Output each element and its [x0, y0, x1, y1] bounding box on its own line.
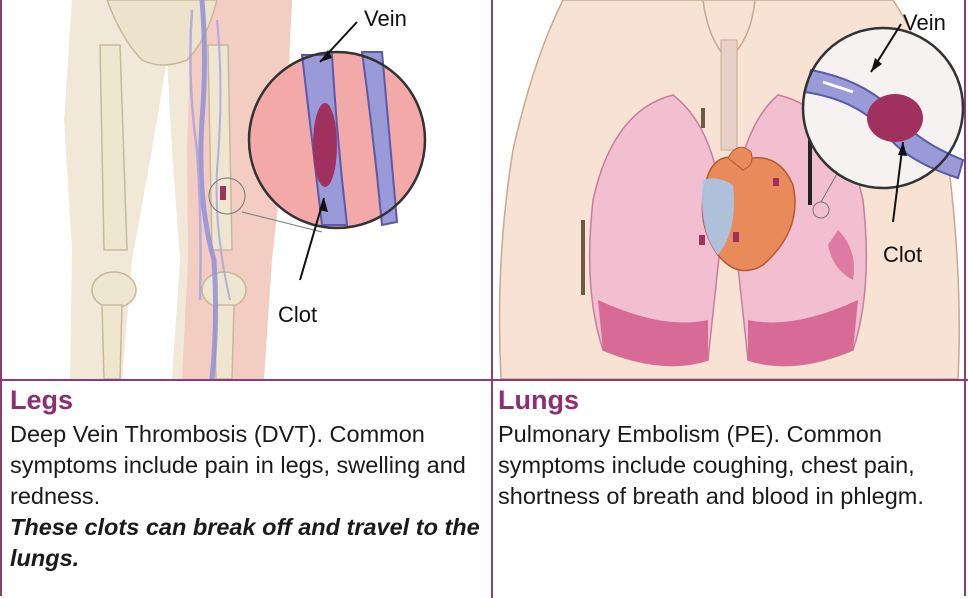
lungs-clot-label: Clot [883, 242, 922, 267]
lungs-heading: Lungs [498, 383, 958, 417]
legs-description: Legs Deep Vein Thrombosis (DVT). Common … [10, 383, 480, 574]
legs-illustration: Vein Clot [2, 0, 491, 379]
lungs-vein-label: Vein [903, 10, 946, 35]
lungs-description: Lungs Pulmonary Embolism (PE). Common sy… [498, 383, 958, 512]
legs-emphasis: These clots can break off and travel to … [10, 512, 480, 574]
legs-clot-label: Clot [278, 302, 317, 327]
lungs-body: Pulmonary Embolism (PE). Common symptoms… [498, 419, 958, 512]
legs-vein-label: Vein [364, 6, 407, 31]
lungs-illustration: Vein Clot [493, 0, 966, 379]
legs-magnifier [249, 52, 425, 228]
legs-heading: Legs [10, 383, 480, 417]
row-divider [0, 379, 968, 381]
legs-body: Deep Vein Thrombosis (DVT). Common sympt… [10, 419, 480, 512]
column-divider [491, 0, 493, 598]
